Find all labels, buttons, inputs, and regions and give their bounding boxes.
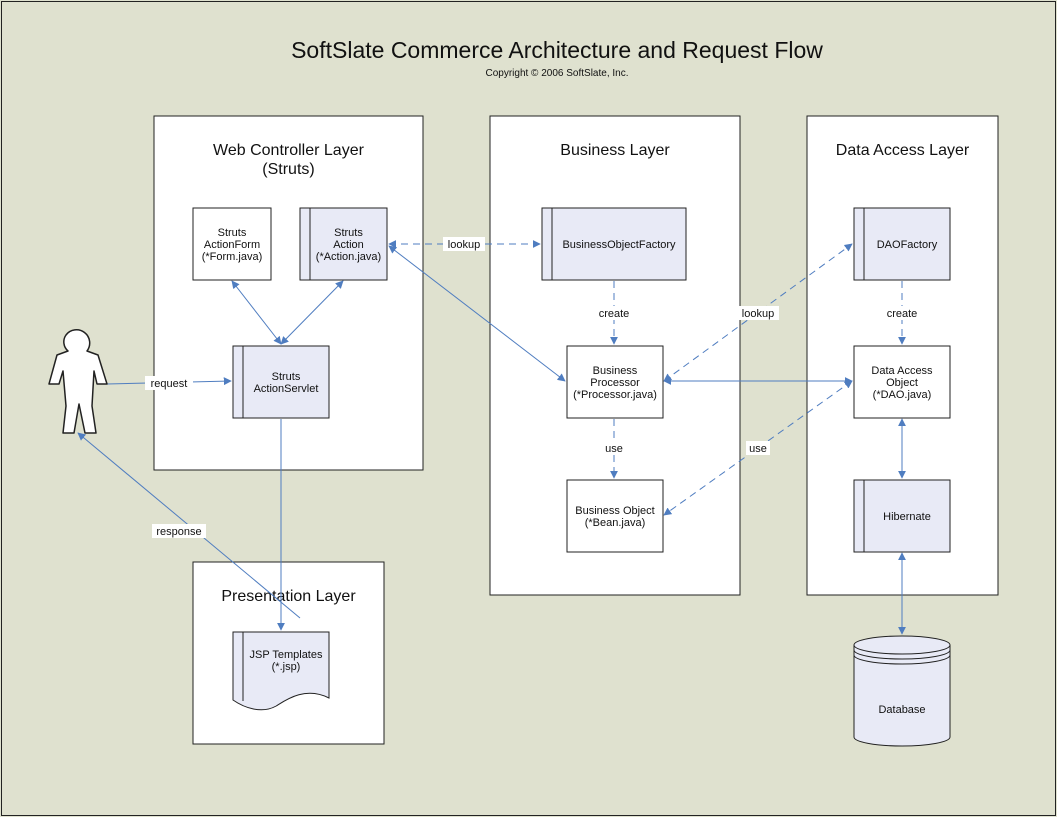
component-box (299, 207, 388, 281)
edge-action-servlet (280, 280, 344, 345)
component-label: (*Bean.java) (585, 517, 646, 529)
component-box (853, 479, 951, 553)
edge-use-dao-bizobj (663, 380, 853, 516)
component-label: Database (878, 704, 925, 716)
component-box (566, 345, 664, 419)
component-database: Database (853, 635, 951, 747)
component-label: (*Action.java) (316, 251, 381, 263)
component-label: ActionServlet (254, 383, 319, 395)
edge-label-lookup-dao: lookup (742, 308, 774, 320)
component-label: (*.jsp) (272, 661, 301, 673)
component-box (566, 479, 664, 553)
edge-label-response: response (156, 526, 201, 538)
edge-label-create-dao: create (887, 308, 918, 320)
cylinder-ring (853, 649, 951, 660)
component-label: Business Object (575, 505, 654, 517)
cylinder-top (853, 635, 951, 655)
edge-label-bg (602, 441, 626, 455)
edge-label-request: request (151, 378, 188, 390)
component-label: Object (886, 377, 918, 389)
edge-label-bg (593, 306, 635, 320)
edge-label-bg (881, 306, 923, 320)
cylinder-ring (853, 654, 951, 665)
component-label: (*Form.java) (202, 251, 263, 263)
component-label: (*DAO.java) (873, 389, 932, 401)
component-label: Processor (590, 377, 640, 389)
edge-label-bg (152, 524, 206, 538)
component-label: JSP Templates (250, 649, 323, 661)
component-label: Business (593, 365, 638, 377)
edge-label-use-dao-bizobj: use (749, 443, 767, 455)
copyright-text: Copyright © 2006 SoftSlate, Inc. (485, 68, 628, 79)
component-daofactory: DAOFactory (853, 207, 951, 281)
edge-label-lookup-bof: lookup (448, 239, 480, 251)
component-box (232, 345, 330, 419)
cylinder-body (853, 645, 951, 747)
layer-title-data: Data Access Layer (836, 142, 970, 159)
edge-label-use-bizobj: use (605, 443, 623, 455)
edge-label-bg (737, 306, 779, 320)
component-label: BusinessObjectFactory (562, 239, 676, 251)
component-label: Hibernate (883, 511, 931, 523)
edge-label-bg (443, 237, 485, 251)
component-box (192, 207, 272, 281)
edge-lookup-dao (663, 243, 853, 382)
user-icon (48, 329, 108, 434)
component-bizobj: Business Object(*Bean.java) (566, 479, 664, 553)
component-label: ActionForm (204, 239, 260, 251)
edge-label-bg (145, 376, 193, 390)
component-label: Struts (218, 227, 247, 239)
component-label: Data Access (871, 365, 933, 377)
layer-title-business: Business Layer (560, 142, 670, 159)
edge-form-servlet (231, 280, 282, 345)
layer-title-web: Web Controller Layer (213, 142, 365, 159)
component-label: DAOFactory (877, 239, 938, 251)
component-box (853, 345, 951, 419)
diagram-title: SoftSlate Commerce Architecture and Requ… (291, 37, 823, 63)
component-hibernate: Hibernate (853, 479, 951, 553)
layer-title-presentation: Presentation Layer (221, 588, 356, 605)
component-jsp: JSP Templates(*.jsp) (232, 631, 330, 711)
component-box (853, 207, 951, 281)
document-shape (232, 631, 330, 711)
component-label: Action (333, 239, 364, 251)
component-label: (*Processor.java) (573, 389, 657, 401)
edge-action-processor (388, 245, 566, 382)
edge-label-bg (746, 441, 770, 455)
layer-title-web: (Struts) (262, 161, 314, 178)
component-label: Struts (334, 227, 363, 239)
component-label: Struts (272, 371, 301, 383)
component-bof: BusinessObjectFactory (541, 207, 687, 281)
edge-label-create-processor: create (599, 308, 630, 320)
component-box (541, 207, 687, 281)
